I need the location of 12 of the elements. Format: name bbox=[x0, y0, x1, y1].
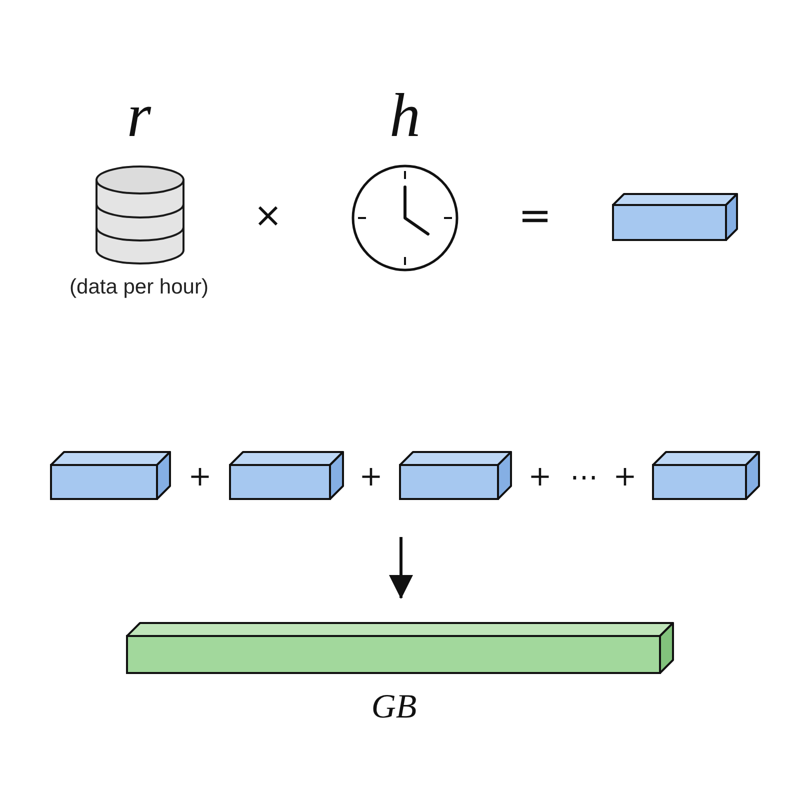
operator-symbol: + bbox=[613, 462, 637, 492]
variable-label: r bbox=[126, 82, 152, 150]
operator-symbol: + bbox=[359, 462, 383, 492]
arrow bbox=[389, 537, 413, 599]
operator-symbol: = bbox=[518, 194, 552, 238]
operator-symbol: + bbox=[528, 462, 552, 492]
unit-label: GB bbox=[371, 688, 417, 726]
operator-symbol: ⋯ bbox=[570, 462, 598, 494]
caption-text: (data per hour) bbox=[70, 275, 208, 299]
operator-symbol: + bbox=[188, 462, 212, 492]
variable-label: h bbox=[390, 82, 420, 150]
operator-symbol: × bbox=[254, 197, 282, 235]
